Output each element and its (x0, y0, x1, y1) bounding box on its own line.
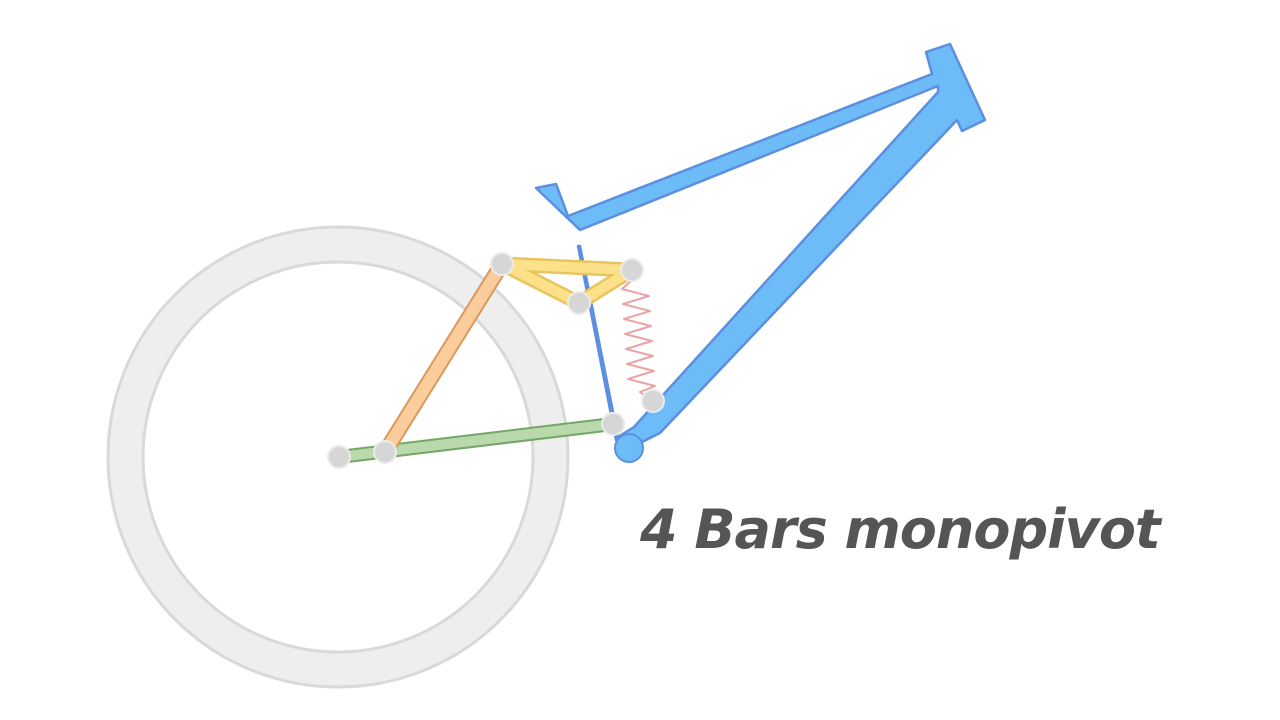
rocker-body (497, 259, 637, 308)
rocker-frame-pivot (567, 291, 591, 315)
pivots (327, 252, 665, 469)
rear-shock (621, 279, 656, 402)
seatstay-lower-pivot (373, 440, 397, 464)
rear-wheel-tire (106, 225, 570, 689)
shock-lower-pivot (641, 389, 665, 413)
rear-wheel (106, 225, 570, 689)
main-frame (534, 42, 987, 447)
diagram-title: 4 Bars monopivot (639, 498, 1163, 561)
rocker-shock-pivot (620, 258, 644, 282)
seatstay-body (379, 258, 508, 458)
shock-spring (621, 279, 656, 402)
rear-axle-pivot (327, 445, 351, 469)
chainstay-front-pivot (601, 412, 625, 436)
rocker-link (494, 256, 640, 311)
seatstay-link (377, 256, 510, 460)
seatstay-upper-pivot (490, 252, 514, 276)
bottom-bracket-pivot (614, 433, 644, 463)
main-frame-body (534, 42, 987, 447)
